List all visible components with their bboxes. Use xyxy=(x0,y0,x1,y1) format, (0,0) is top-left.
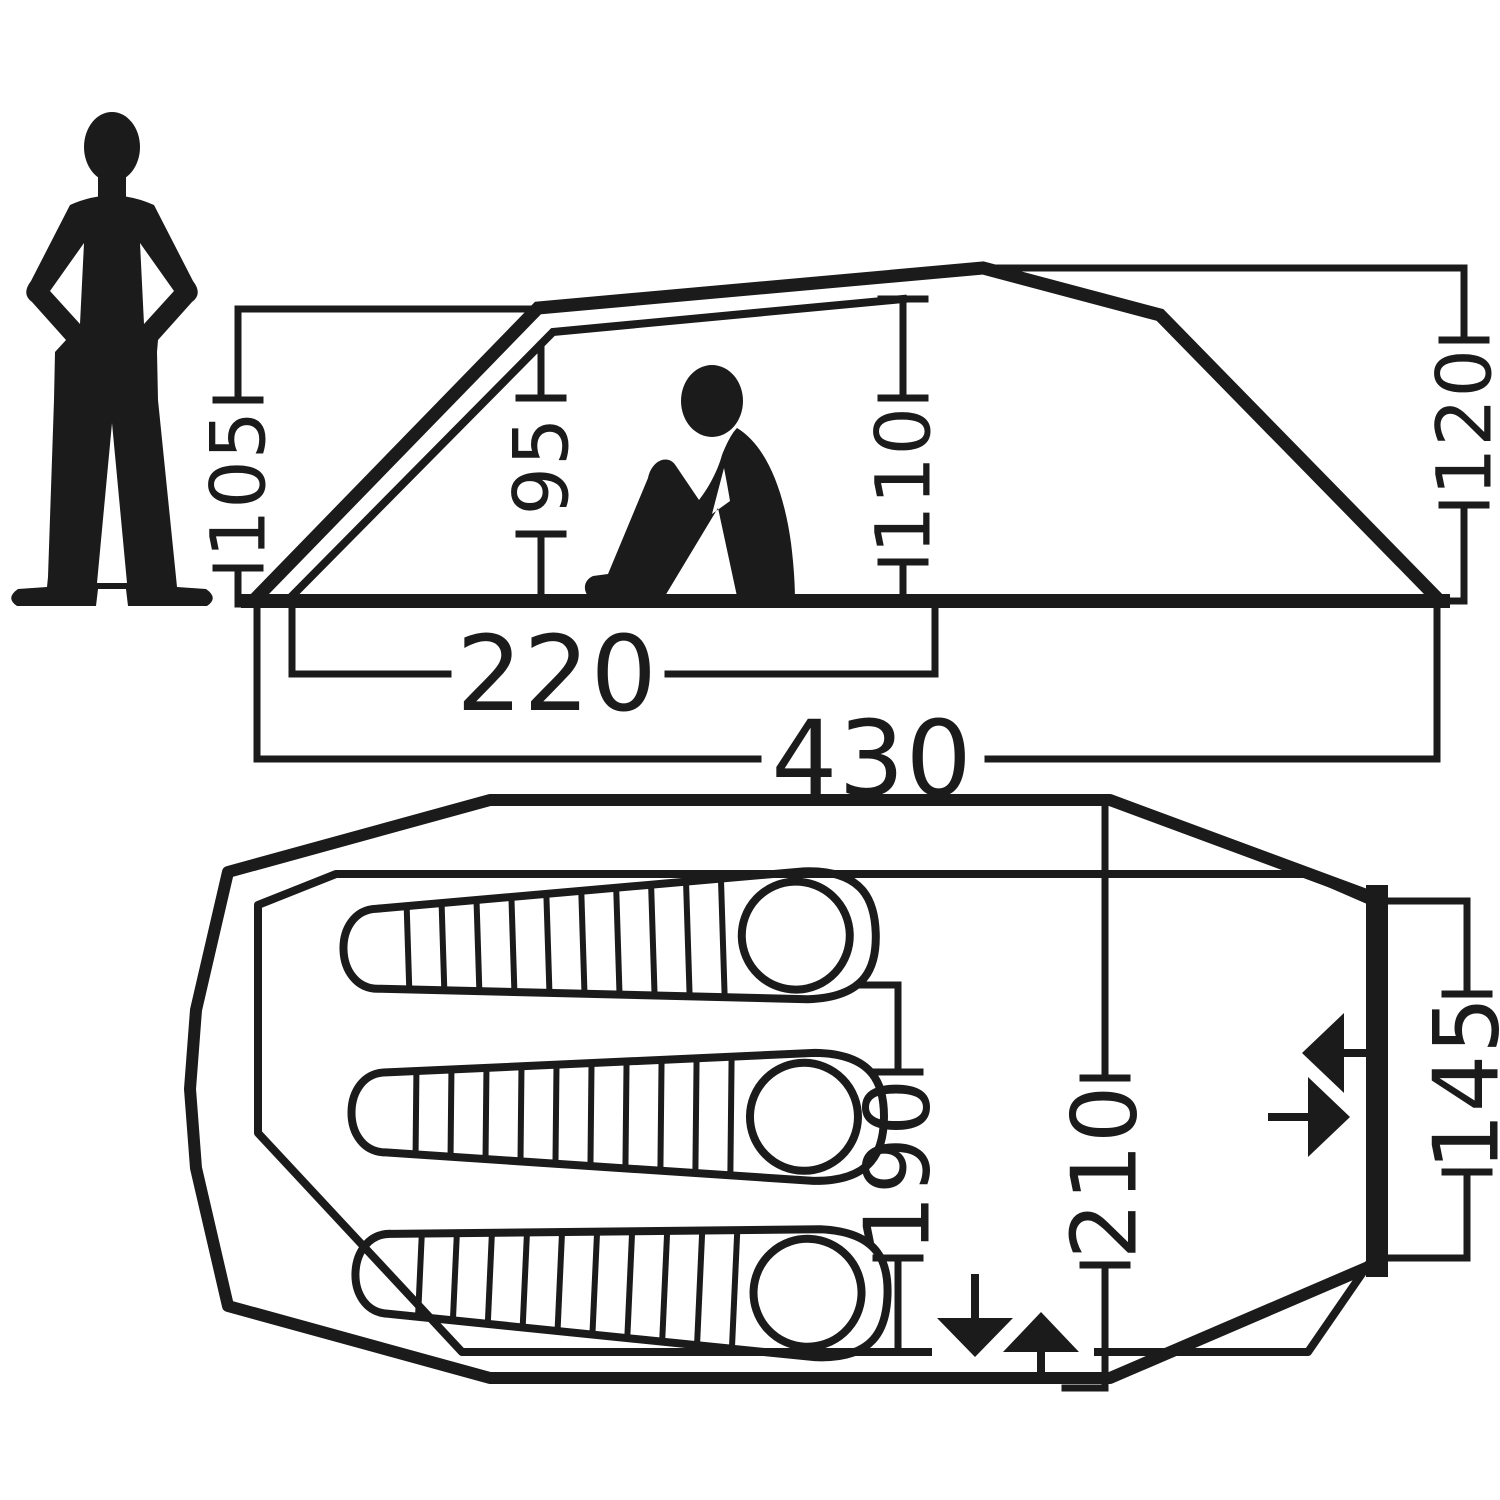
floor-plan: 190 210 145 xyxy=(184,794,1500,1392)
fly-profile xyxy=(246,261,1447,608)
dim-label-105: 105 xyxy=(194,410,283,558)
inner-tent-profile xyxy=(284,294,908,604)
dimension-fly-front-height: 105 xyxy=(194,305,542,608)
dim-label-145: 145 xyxy=(1415,996,1500,1171)
dim-label-190: 190 xyxy=(846,1078,951,1253)
dimension-fly-peak-height: 120 xyxy=(979,264,1500,605)
sleeping-bag-icon xyxy=(351,1225,892,1362)
dim-label-220: 220 xyxy=(456,613,658,735)
dimension-inner-width: 210 xyxy=(1053,798,1158,1392)
side-view: 105 95 110 120 xyxy=(11,112,1500,820)
dimension-rear-width: 145 xyxy=(1384,897,1500,1262)
fly-door-arrow-icon xyxy=(937,1274,1079,1384)
sleeping-bag-icon xyxy=(339,867,880,1004)
dim-label-120: 120 xyxy=(1420,348,1500,496)
dimension-inner-front-height: 95 xyxy=(497,341,586,605)
dimension-sleeping-width: 190 xyxy=(846,981,951,1356)
dim-label-110: 110 xyxy=(859,406,948,554)
sleeping-bag-icon xyxy=(347,1048,888,1185)
sitting-person-icon xyxy=(584,365,795,601)
standing-person-icon xyxy=(11,112,213,606)
dimension-inner-rear-height: 110 xyxy=(859,295,948,605)
dimension-total-length: 430 xyxy=(253,600,1441,820)
dimension-inner-floor-length: 220 xyxy=(288,600,939,735)
dim-label-210: 210 xyxy=(1053,1085,1158,1260)
inner-tent-outline xyxy=(254,870,1376,1356)
dim-label-95: 95 xyxy=(497,417,586,516)
inner-door-arrow-icon xyxy=(1268,1013,1380,1157)
